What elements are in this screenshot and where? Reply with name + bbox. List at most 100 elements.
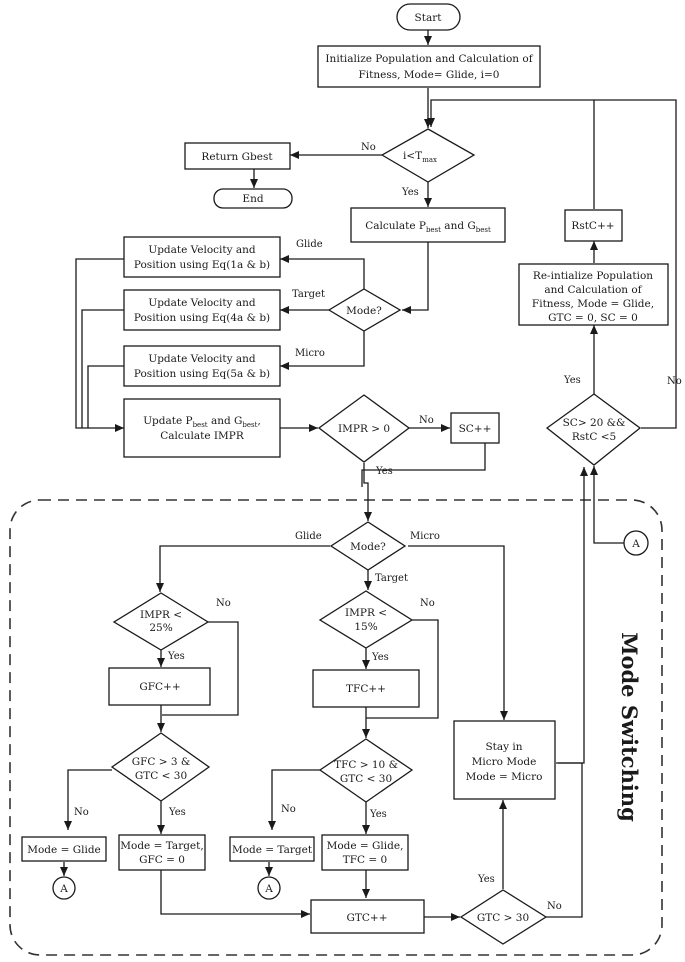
edge-glide-update	[75, 258, 124, 432]
connector-a-target	[257, 876, 281, 900]
stay-micro-process	[453, 720, 556, 800]
update-glide-line1: Update Velocity and	[148, 244, 256, 256]
gtc-increment-label: GTC++	[346, 912, 387, 924]
switch-mode-decision	[329, 521, 407, 571]
tfc-increment-label: TFC++	[346, 683, 386, 695]
start-terminal	[396, 3, 461, 31]
label-mode-target: Target	[292, 289, 325, 300]
tfc-threshold-line1: TFC > 10 &	[334, 759, 398, 771]
set-glide-label: Mode = Glide	[27, 844, 101, 856]
impr-positive-decision	[317, 394, 411, 463]
label-loop-no: No	[361, 142, 376, 153]
edge-sc-merge	[361, 443, 486, 487]
loop-sub-text: max	[422, 156, 437, 164]
calc-best-b: and G	[441, 220, 476, 232]
reinit-line4: GTC = 0, SC = 0	[548, 312, 638, 324]
label-switch-micro: Micro	[410, 531, 440, 542]
set-glide-tfc-process	[321, 834, 409, 871]
gtc-threshold-decision	[459, 889, 548, 945]
edge-mode2-micro	[408, 545, 508, 720]
update-glide-line2: Position using Eq(1a & b)	[134, 259, 270, 271]
label-impr15-yes: Yes	[371, 652, 389, 663]
label-restart-no: No	[667, 376, 682, 387]
set-target-process	[229, 836, 315, 862]
gtc-increment-process	[310, 899, 425, 934]
edge-labels: No Yes Glide Target Micro No Yes Yes No …	[74, 142, 682, 912]
stay-micro-line3: Mode = Micro	[466, 771, 543, 783]
update-best-sub-p: best	[193, 421, 208, 429]
calc-best-process	[350, 207, 506, 243]
rstc-increment-label: RstC++	[571, 220, 614, 232]
update-target-line1: Update Velocity and	[148, 297, 256, 309]
restart-decision-line2: RstC <5	[572, 431, 616, 443]
edge-mode-micro	[280, 331, 365, 370]
calc-best-a: Calculate P	[365, 220, 426, 232]
loop-decision-label: i<Tmax	[403, 150, 437, 164]
gtc-threshold-label: GTC > 30	[477, 912, 529, 924]
label-impr25-no: No	[216, 598, 231, 609]
set-glide-process	[21, 836, 107, 862]
edge-stay-scq	[556, 467, 588, 764]
update-best-c: ,	[257, 415, 260, 427]
edge-target-update	[81, 309, 124, 428]
label-tfcq-no: No	[281, 804, 296, 815]
label-impr0-yes: Yes	[375, 466, 393, 477]
restart-decision	[545, 393, 642, 466]
label-tfcq-yes: Yes	[369, 809, 387, 820]
label-impr25-yes: Yes	[167, 651, 185, 662]
edge-target-gtc	[160, 869, 310, 918]
restart-decision-line1: SC> 20 &&	[563, 417, 626, 429]
update-target-line2: Position using Eq(4a & b)	[134, 312, 270, 324]
edge-calc-mode	[402, 242, 429, 314]
mode-switching-region	[9, 499, 663, 956]
loop-decision	[380, 128, 476, 183]
mode-decision-label: Mode?	[346, 305, 382, 317]
update-target-process	[123, 289, 281, 331]
calc-best-sub-p: best	[426, 226, 441, 234]
edge-mode-glide	[280, 255, 365, 290]
update-micro-line2: Position using Eq(5a & b)	[134, 368, 270, 380]
connector-a-entry-label: A	[631, 538, 640, 550]
end-terminal	[213, 188, 293, 209]
update-best-b: and G	[208, 415, 243, 427]
reinit-line2: and Calculation of	[544, 284, 642, 296]
label-mode-glide: Glide	[296, 239, 323, 250]
update-micro-line1: Update Velocity and	[148, 353, 256, 365]
edge-impr0-mode2	[363, 463, 372, 521]
update-best-line2: Calculate IMPR	[160, 430, 245, 442]
mode-switching-title: Mode Switching	[617, 632, 642, 822]
connector-a-target-label: A	[264, 883, 273, 895]
switch-mode-label: Mode?	[350, 541, 386, 553]
set-glide-tfc-line1: Mode = Glide,	[327, 840, 404, 852]
impr-positive-label: IMPR > 0	[338, 423, 390, 435]
connector-a-glide-label: A	[59, 883, 68, 895]
edge-scq-loop	[594, 99, 677, 429]
update-best-process	[123, 398, 281, 458]
tfc-increment-process	[312, 669, 420, 708]
gfc-increment-label: GFC++	[139, 681, 180, 693]
reinit-line1: Re-intialize Population	[533, 270, 653, 282]
update-glide-process	[123, 236, 281, 278]
set-target-label: Mode = Target	[232, 844, 313, 856]
label-switch-glide: Glide	[295, 531, 322, 542]
label-gtcq-no: No	[547, 901, 562, 912]
calc-best-label: Calculate Pbest and Gbest	[365, 220, 491, 234]
set-target-gfc-line2: GFC = 0	[139, 854, 185, 866]
gfc-threshold-line2: GTC < 30	[135, 770, 187, 782]
edge-impr15-no	[366, 619, 439, 719]
impr-15-line2: 15%	[354, 621, 377, 633]
tfc-threshold-decision	[318, 738, 414, 803]
update-best-a: Update P	[143, 415, 192, 427]
tfc-threshold-line2: GTC < 30	[340, 773, 392, 785]
label-gtcq-yes: Yes	[477, 874, 495, 885]
edge-rstc-loop	[427, 99, 595, 209]
return-process	[184, 142, 291, 170]
set-glide-tfc-line2: TFC = 0	[343, 854, 387, 866]
impr-15-line1: IMPR <	[345, 607, 387, 619]
sc-increment-process	[450, 412, 500, 444]
stay-micro-line1: Stay in	[485, 741, 522, 753]
init-label-line2: Fitness, Mode= Glide, i=0	[359, 69, 500, 81]
edges	[60, 30, 677, 921]
label-impr15-no: No	[420, 598, 435, 609]
